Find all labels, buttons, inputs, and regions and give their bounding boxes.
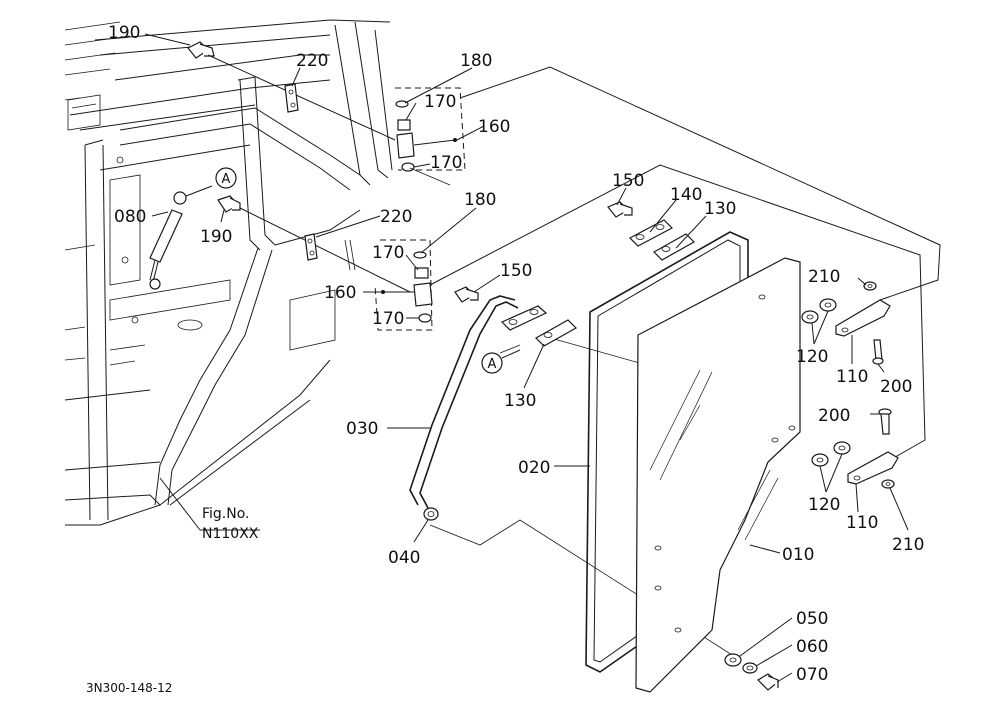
label-170-upper-b: 170 — [430, 153, 462, 173]
label-170-upper-a: 170 — [424, 92, 456, 112]
label-110-lower: 110 — [846, 513, 878, 533]
pin-200-upper — [872, 339, 884, 365]
part-labels: 190 220 180 170 160 170 080 190 220 180 … — [108, 23, 924, 685]
label-110-upper: 110 — [836, 367, 868, 387]
label-080: 080 — [114, 207, 146, 227]
gas-strut — [149, 185, 213, 290]
label-190-upper: 190 — [108, 23, 140, 43]
bolt-190-lower — [217, 195, 411, 293]
hinge-plate-lower-a — [500, 305, 548, 331]
reference-lines — [409, 66, 941, 661]
door-glass — [635, 257, 801, 693]
label-220-upper: 220 — [296, 51, 328, 71]
bolt-150-upper — [607, 201, 633, 218]
label-200-lower: 200 — [818, 406, 850, 426]
bracket-220-lower — [304, 233, 318, 261]
washers-120-upper — [801, 298, 837, 324]
washers-120-lower — [811, 441, 851, 467]
washer-040 — [423, 507, 439, 521]
hinge-plate-lower-b — [535, 319, 577, 347]
hinge-arm-upper — [835, 299, 891, 337]
hinge-plate-upper-a — [629, 219, 673, 247]
hinge-plate-upper-b — [653, 233, 695, 261]
clip-210-lower — [881, 479, 895, 489]
label-150-lower: 150 — [500, 261, 532, 281]
label-170-lower-a: 170 — [372, 243, 404, 263]
label-210-lower: 210 — [892, 535, 924, 555]
washer-060 — [742, 662, 758, 674]
cab-frame — [64, 19, 393, 526]
callout-letter: A — [222, 172, 231, 187]
label-020: 020 — [518, 458, 550, 478]
label-120-upper: 120 — [796, 347, 828, 367]
hinge-assembly-upper — [395, 87, 466, 172]
label-180-upper: 180 — [460, 51, 492, 71]
fig-ref-line2: N110XX — [202, 526, 259, 542]
hinge-arm-lower — [847, 451, 899, 485]
bolt-190-upper — [187, 41, 396, 141]
label-220-lower: 220 — [380, 207, 412, 227]
bolt-150-lower — [454, 286, 479, 303]
figure-reference: Fig.No. N110XX — [202, 506, 259, 542]
label-040: 040 — [388, 548, 420, 568]
callout-letter: A — [488, 357, 497, 372]
label-210-upper: 210 — [808, 267, 840, 287]
label-200-upper: 200 — [880, 377, 912, 397]
fig-ref-line1: Fig.No. — [202, 506, 250, 522]
label-060: 060 — [796, 637, 828, 657]
label-070: 070 — [796, 665, 828, 685]
label-170-lower-b: 170 — [372, 309, 404, 329]
callout-a-lower: A — [481, 349, 521, 374]
label-160-lower: 160 — [324, 283, 356, 303]
label-130-upper: 130 — [704, 199, 736, 219]
label-150-upper: 150 — [612, 171, 644, 191]
drawing-number: 3N300-148-12 — [86, 681, 172, 695]
label-190-lower: 190 — [200, 227, 232, 247]
leader-lines — [144, 33, 909, 683]
label-180-lower: 180 — [464, 190, 496, 210]
bolt-070 — [757, 673, 779, 691]
label-120-lower: 120 — [808, 495, 840, 515]
washer-050 — [724, 653, 742, 667]
label-030: 030 — [346, 419, 378, 439]
label-140: 140 — [670, 185, 702, 205]
hinge-assembly-lower — [374, 239, 433, 331]
callout-a-upper: A — [215, 167, 237, 189]
grab-bar — [409, 295, 519, 509]
clip-210-upper — [863, 281, 877, 291]
label-010: 010 — [782, 545, 814, 565]
label-050: 050 — [796, 609, 828, 629]
label-130-lower: 130 — [504, 391, 536, 411]
pin-200-lower — [878, 408, 892, 435]
bracket-220-upper — [284, 83, 299, 113]
label-160-upper: 160 — [478, 117, 510, 137]
